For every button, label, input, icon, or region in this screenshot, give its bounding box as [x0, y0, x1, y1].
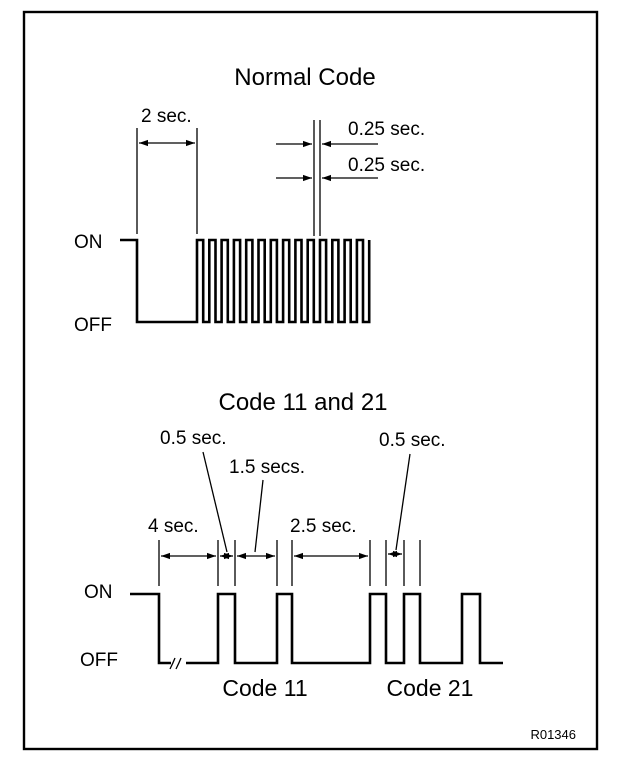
normal-code-title: Normal Code: [234, 64, 375, 91]
dim-025-sec: [276, 120, 378, 236]
normal-on-label: ON: [74, 232, 103, 253]
dim-2-sec-label: 2 sec.: [141, 106, 192, 127]
dim-05-sec-b-label: 0.5 sec.: [379, 430, 446, 451]
figure-reference: R01346: [530, 727, 576, 742]
dim-05-sec-a-label: 0.5 sec.: [160, 428, 227, 449]
dim-05-sec-b-leader: [395, 453, 411, 551]
code-extension-lines: [158, 540, 421, 586]
break-symbol: [169, 657, 182, 670]
code-off-label: OFF: [80, 650, 118, 671]
dim-025-sec-label-bottom: 0.25 sec.: [348, 155, 425, 176]
dim-025-sec-label-top: 0.25 sec.: [348, 119, 425, 140]
code-on-label: ON: [84, 582, 113, 603]
code-11-21-waveform: [130, 592, 503, 665]
dim-15-sec-label: 1.5 secs.: [229, 457, 305, 478]
dim-25-sec-label: 2.5 sec.: [290, 516, 357, 537]
dim-15-sec-leader: [254, 479, 264, 553]
figure-frame: [22, 10, 599, 751]
normal-code-waveform: [120, 238, 371, 324]
code-21-label: Code 21: [387, 675, 474, 701]
normal-off-label: OFF: [74, 315, 112, 336]
code-11-label: Code 11: [222, 675, 307, 701]
dim-2-sec: [136, 128, 198, 234]
dim-05-sec-a-leader: [202, 451, 228, 553]
dim-4-sec-label: 4 sec.: [148, 516, 199, 537]
code-11-21-title: Code 11 and 21: [218, 389, 387, 416]
